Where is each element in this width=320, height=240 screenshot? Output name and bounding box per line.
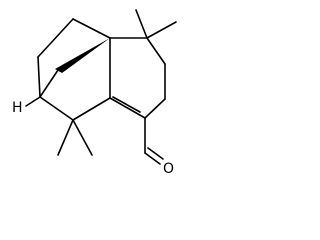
bond-c1-c11	[39, 96, 74, 121]
bond-c1-c2-bridge	[39, 69, 59, 98]
bond-c5-c4	[146, 37, 166, 65]
oxygen-label: O	[163, 161, 174, 177]
bond-c8-c10	[72, 18, 111, 39]
bond-c5-me-b	[146, 21, 177, 39]
hydrogen-label: H	[12, 100, 23, 116]
wedge-bond-c2-c10	[55, 38, 110, 73]
bond-c8-c9	[37, 18, 74, 58]
bond-c13-c12	[109, 97, 146, 119]
bond-c11-me-a	[57, 119, 74, 156]
bond-c3-c13	[144, 98, 166, 119]
double-bond-cho-o	[147, 147, 164, 160]
bond-c1-h	[25, 96, 41, 107]
bond-cho-o	[144, 152, 161, 165]
bond-c11-me-b	[72, 119, 93, 156]
molecule-structure: H O	[12, 9, 177, 177]
bond-c9-c1	[37, 56, 41, 98]
double-bond-c13-c12-inner	[112, 96, 141, 113]
bond-c11-c12	[72, 97, 111, 121]
bond-c5-me-a	[135, 9, 148, 39]
